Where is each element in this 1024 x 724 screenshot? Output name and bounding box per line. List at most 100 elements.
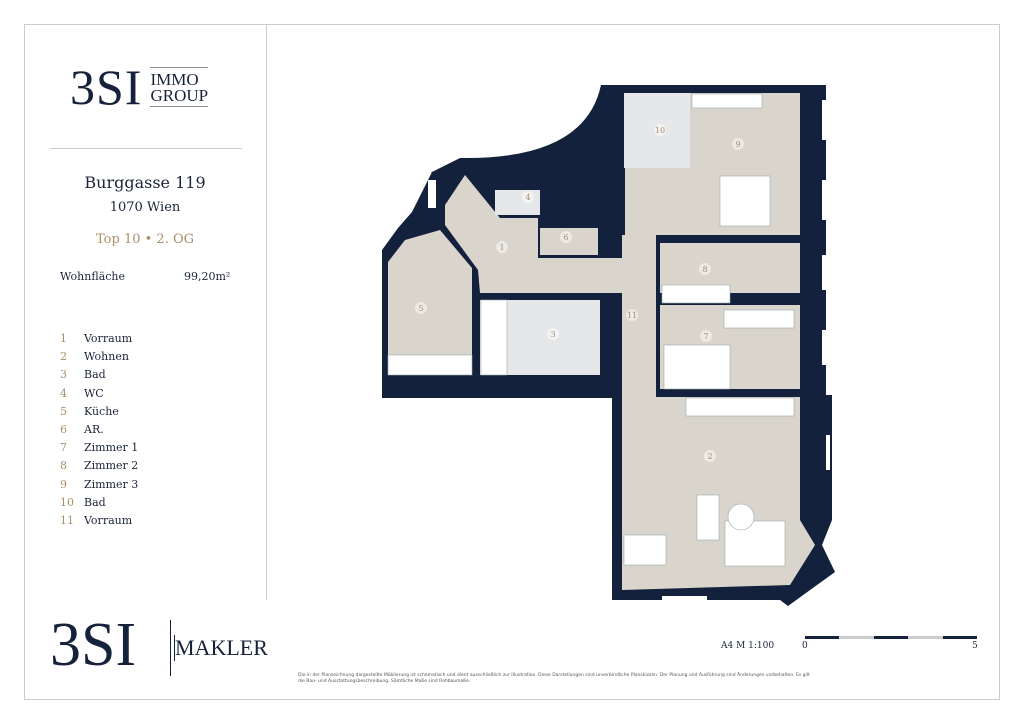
- scale-end: 5: [972, 641, 978, 651]
- logo-separator: [170, 620, 171, 676]
- legend-name: Vorraum: [84, 332, 133, 345]
- room-label-badge: [496, 241, 508, 253]
- legend-number: 4: [60, 386, 67, 400]
- legend-item: 11 Vorraum: [60, 514, 138, 532]
- legend-item: 10 Bad: [60, 496, 138, 514]
- window: [822, 100, 826, 140]
- legend-item: 7 Zimmer 1: [60, 441, 138, 459]
- scale-bar: [805, 636, 978, 639]
- window: [822, 180, 826, 220]
- window: [662, 596, 707, 600]
- legend-item: 2 Wohnen: [60, 350, 138, 368]
- room-label: 5: [418, 304, 423, 313]
- room-label: 4: [525, 193, 530, 202]
- window: [822, 255, 826, 290]
- entrance-arrow-icon: [431, 171, 441, 183]
- wardrobe: [661, 284, 731, 304]
- room-5: [388, 230, 472, 375]
- legend-item: 9 Zimmer 3: [60, 478, 138, 496]
- room-label-badge: [732, 138, 744, 150]
- room-label-badge: [415, 302, 427, 314]
- makler-logo: 3SI MAKLER: [28, 600, 296, 690]
- room-label: 6: [563, 233, 568, 242]
- legend-item: 1 Vorraum: [60, 332, 138, 350]
- room-label: 9: [735, 140, 740, 149]
- wardrobe: [691, 93, 763, 109]
- disclaimer: Die in der Planzeichnung dargestellte Mö…: [298, 673, 810, 684]
- room-label-badge: [704, 450, 716, 462]
- room-label: 8: [702, 265, 707, 274]
- logo-main: 3SI: [50, 611, 137, 679]
- legend-number: 10: [60, 495, 74, 509]
- bed: [719, 175, 771, 227]
- room-8: [660, 243, 800, 293]
- legend-name: Zimmer 1: [84, 441, 139, 455]
- panel-divider: [266, 24, 267, 600]
- coffee-table: [727, 503, 755, 531]
- legend-name: Bad: [84, 495, 106, 509]
- room-label-badge: [654, 124, 666, 136]
- legend-item: 4 WC: [60, 387, 138, 405]
- area-value: 99,20m²: [184, 270, 231, 283]
- room-label-badge: [700, 330, 712, 342]
- legend-item: 6 AR.: [60, 423, 138, 441]
- legend-number: 8: [60, 459, 67, 473]
- bed: [663, 344, 731, 390]
- entrance-door: [428, 180, 436, 208]
- legend-number: 3: [60, 368, 67, 382]
- legend-number: 11: [60, 513, 74, 527]
- legend-name: WC: [84, 386, 104, 400]
- logo-sub: MAKLER: [174, 635, 268, 661]
- room-label: 1: [499, 243, 504, 252]
- legend-name: Zimmer 2: [84, 459, 139, 473]
- legend-number: 9: [60, 477, 67, 491]
- legend-name: Bad: [84, 368, 106, 382]
- city: 1070 Wien: [109, 200, 181, 215]
- room-label: 2: [707, 452, 712, 461]
- page-frame: [24, 24, 1000, 700]
- room-label-badge: [560, 231, 572, 243]
- legend-item: 5 Küche: [60, 405, 138, 423]
- legend-name: Küche: [84, 404, 119, 418]
- room-1: [445, 175, 622, 293]
- room-4: [495, 190, 540, 215]
- dining-table: [623, 534, 667, 566]
- room-label: 3: [550, 330, 555, 339]
- legend-number: 1: [60, 332, 67, 345]
- legend-name: Vorraum: [84, 513, 133, 527]
- legend-name: Zimmer 3: [84, 477, 139, 491]
- area-label: Wohnfläche: [60, 270, 126, 283]
- unit: Top 10 • 2. OG: [96, 232, 194, 247]
- sofa: [724, 520, 786, 567]
- legend-item: 3 Bad: [60, 368, 138, 386]
- room-label-badge: [699, 263, 711, 275]
- legend-name: AR.: [84, 422, 104, 436]
- legend-number: 7: [60, 441, 67, 455]
- kitchen-counter: [387, 354, 473, 376]
- legend-item: 8 Zimmer 2: [60, 459, 138, 477]
- street: Burggasse 119: [84, 173, 206, 192]
- tv-unit: [685, 397, 795, 417]
- scale-label: A4 M 1:100: [721, 641, 775, 651]
- bathtub: [480, 299, 508, 376]
- logo-main: 3SI: [70, 59, 143, 115]
- legend-name: Wohnen: [84, 350, 129, 364]
- legend-number: 5: [60, 404, 67, 418]
- room-label: 11: [627, 311, 637, 320]
- room-label: 7: [703, 332, 708, 341]
- legend-number: 2: [60, 350, 67, 364]
- window: [826, 435, 830, 470]
- room-label-badge: [522, 191, 534, 203]
- wardrobe: [723, 309, 795, 329]
- armchair: [696, 494, 720, 541]
- room-label: 10: [655, 126, 665, 135]
- scale-start: 0: [802, 641, 808, 651]
- room-label-badge: [547, 328, 559, 340]
- window: [822, 330, 826, 365]
- room-label-badge: [626, 309, 638, 321]
- legend-number: 6: [60, 422, 67, 436]
